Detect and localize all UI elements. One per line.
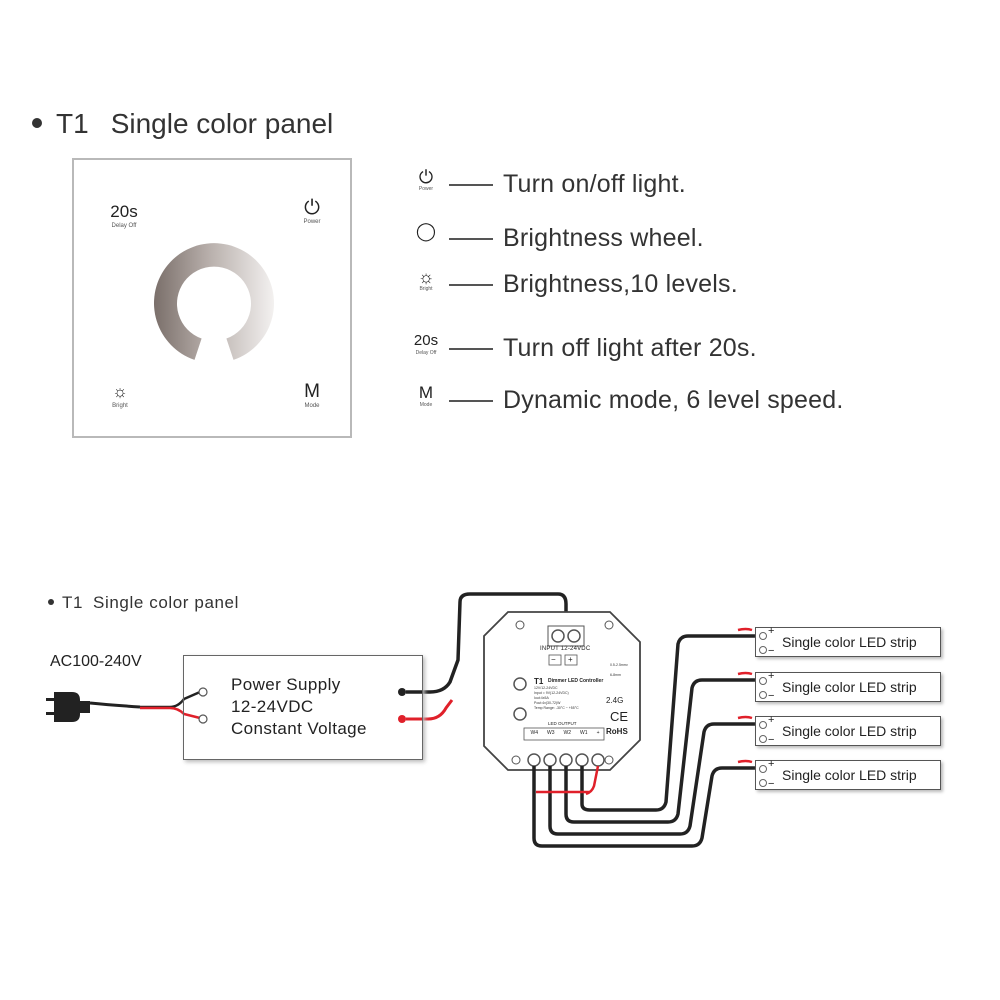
wiring-section-title: T1 Single color panel [48, 593, 239, 613]
led-strip-3: +− Single color LED strip [755, 715, 941, 746]
sun-icon: ☼ [112, 382, 128, 401]
legend-row-bright: ☼Bright Brightness,10 levels. [405, 268, 965, 312]
panel-power-sub: Power [303, 219, 321, 225]
controller-model-label: T1 [534, 677, 544, 686]
legend-dash [449, 284, 493, 286]
led-strip-label: Single color LED strip [782, 723, 917, 739]
led-strip-label: Single color LED strip [782, 767, 917, 783]
power-supply-label: Power Supply 12-24VDC Constant Voltage [231, 674, 367, 740]
wiring-drawing [46, 592, 760, 848]
controller-output-label: LED OUTPUT [548, 721, 577, 726]
controller-plus-label: + [568, 655, 573, 664]
wiring-model-label: T1 [62, 593, 84, 612]
legend-dash [449, 184, 493, 186]
led-strip-1: +− Single color LED strip [755, 626, 941, 657]
led-controller [483, 611, 641, 771]
power-supply-box [183, 655, 423, 760]
led-strip-label: Single color LED strip [782, 634, 917, 650]
legend-wheel-icon: ◯ [415, 221, 437, 241]
top-section-title: T1 Single color panel [32, 108, 333, 140]
controller-freq-label: 2.4G [606, 696, 624, 705]
panel-mode-sub: Mode [304, 403, 320, 409]
bullet-dot [48, 598, 54, 605]
panel-mode-label: M [304, 381, 320, 402]
controller-input-label: INPUT 12-24VDC [540, 646, 591, 652]
legend-bright-text: Brightness,10 levels. [503, 270, 738, 298]
ac-input-label: AC100-240V [50, 653, 142, 670]
top-model-label: T1 [56, 108, 89, 139]
psu-line1: Power Supply [231, 675, 341, 694]
legend-power-icon: ⏻Power [418, 167, 434, 192]
ce-mark: CE [610, 709, 629, 724]
controller-terminal-labels: W4 W3 W2 W1 + [530, 730, 600, 736]
legend-dash [449, 400, 493, 402]
panel-mode-button[interactable]: M Mode [282, 382, 342, 410]
psu-line3: Constant Voltage [231, 719, 367, 738]
legend-row-wheel: ◯ Brightness wheel. [405, 222, 965, 266]
brightness-wheel[interactable] [142, 232, 286, 376]
psu-line2: 12-24VDC [231, 697, 314, 716]
controller-name-label: Dimmer LED Controller [548, 678, 604, 684]
legend-row-power: ⏻Power Turn on/off light. [405, 168, 965, 212]
panel-bright-button[interactable]: ☼ Bright [90, 382, 150, 410]
panel-bright-sub: Bright [112, 403, 128, 409]
led-strip-label: Single color LED strip [782, 679, 917, 695]
panel-power-button[interactable]: ⏻ Power [282, 198, 342, 226]
controller-strip-length: 6-8mm [610, 673, 621, 677]
panel-delay-sub: Delay Off [111, 223, 137, 229]
controller-minus-label: − [551, 655, 556, 664]
legend-dash [449, 348, 493, 350]
wiring-title-label: Single color panel [93, 593, 239, 612]
legend-mode-text: Dynamic mode, 6 level speed. [503, 386, 844, 414]
legend-power-text: Turn on/off light. [503, 170, 686, 198]
power-icon: ⏻ [304, 197, 320, 219]
led-strip-4: +− Single color LED strip [755, 759, 941, 790]
ac-plug-icon [46, 692, 141, 722]
rohs-mark: RoHS [606, 727, 628, 736]
bullet-dot [32, 117, 42, 128]
touch-panel: 20s Delay Off ⏻ Power ☼ Bright M Mode [72, 158, 352, 438]
legend-delay-text: Turn off light after 20s. [503, 334, 757, 362]
legend-dash [449, 238, 493, 240]
panel-delay-off-button[interactable]: 20s Delay Off [94, 202, 154, 230]
controller-wire-note: 0.5-2.5mm² [610, 663, 628, 667]
legend-sun-icon: ☼Bright [417, 267, 435, 292]
top-title-label: Single color panel [110, 108, 334, 139]
output-wires [532, 627, 760, 848]
legend-wheel-text: Brightness wheel. [503, 224, 704, 252]
panel-delay-label: 20s [110, 202, 138, 221]
controller-spec-block: 12V/12-24VDC Input = 9V(12-24VDC) Iout:4… [534, 686, 579, 710]
led-strip-2: +− Single color LED strip [755, 671, 941, 702]
